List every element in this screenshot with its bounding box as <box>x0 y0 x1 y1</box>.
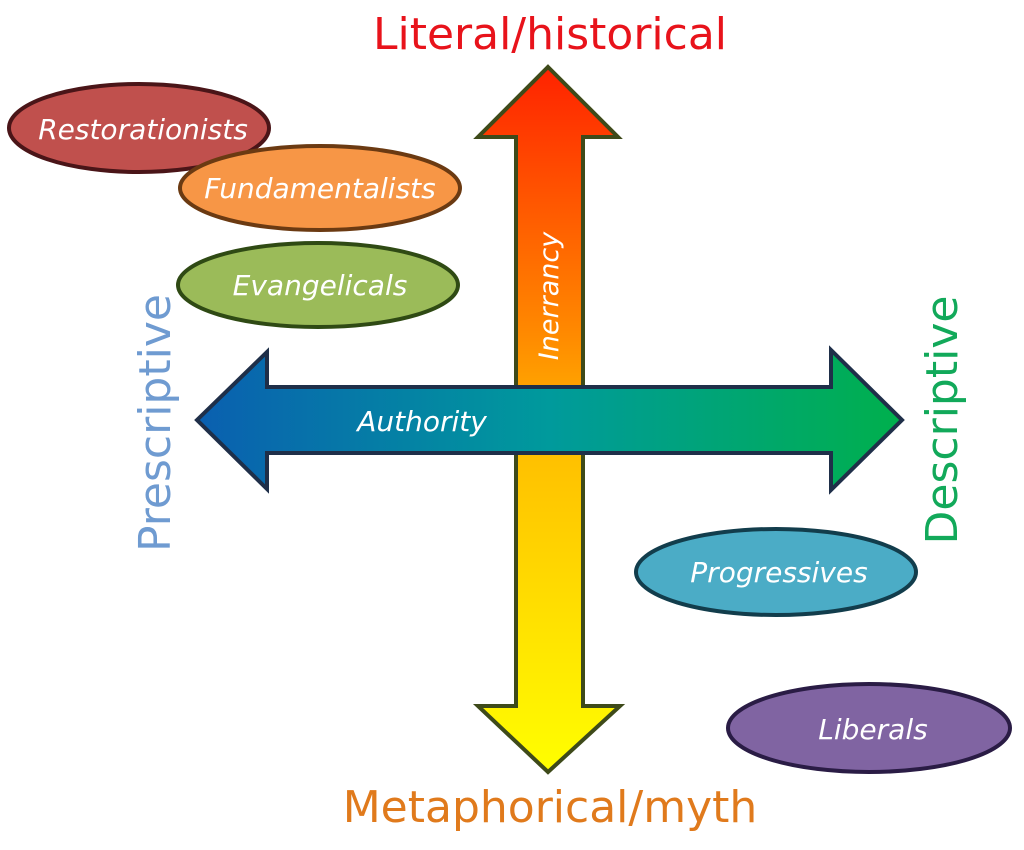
axis-label-right: Descriptive <box>917 296 968 545</box>
group-label-restorationists: Restorationists <box>38 113 248 146</box>
group-restorationists: Restorationists <box>7 82 271 174</box>
vertical-arrow-label: Inerrancy <box>534 231 565 360</box>
horizontal-arrow-label: Authority <box>355 405 487 438</box>
group-fundamentalists: Fundamentalists <box>178 144 462 232</box>
group-label-fundamentalists: Fundamentalists <box>204 172 436 205</box>
group-label-liberals: Liberals <box>818 713 927 746</box>
group-liberals: Liberals <box>726 682 1012 774</box>
group-label-progressives: Progressives <box>690 556 867 589</box>
axis-label-left: Prescriptive <box>130 294 181 552</box>
axis-label-top: Literal/historical <box>373 9 727 60</box>
group-evangelicals: Evangelicals <box>176 241 460 329</box>
group-progressives: Progressives <box>634 527 918 617</box>
horizontal-authority-arrow <box>194 345 905 495</box>
group-label-evangelicals: Evangelicals <box>233 269 408 302</box>
axis-label-bottom: Metaphorical/myth <box>343 782 758 833</box>
